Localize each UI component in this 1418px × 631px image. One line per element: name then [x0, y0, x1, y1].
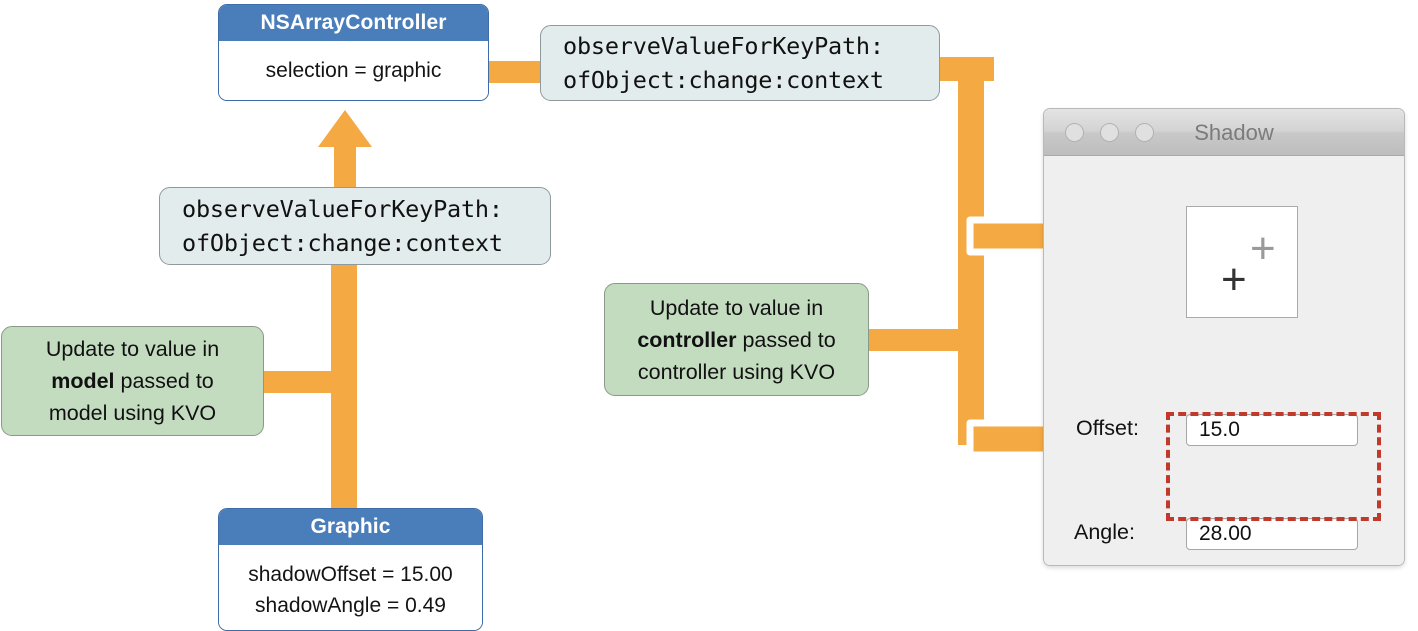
callout-model-kvo: Update to value in model passed to model…: [1, 326, 264, 436]
callout-controller-bold: controller: [637, 327, 737, 352]
shadow-preview-canvas[interactable]: + +: [1186, 206, 1298, 318]
arrowhead-to-array-controller: [318, 110, 372, 147]
message-box-left-observevalue: observeValueForKeyPath: ofObject:change:…: [159, 187, 551, 265]
node-graphic-body: shadowOffset = 15.00 shadowAngle = 0.49: [219, 545, 482, 630]
zoom-button[interactable]: [1135, 123, 1154, 142]
shadow-window[interactable]: Shadow + + Offset: 15.0 Angle: 28.00: [1043, 108, 1405, 566]
callout-controller-line3: controller using KVO: [637, 359, 836, 384]
connector-right-trunk: [958, 57, 984, 445]
offset-row: Offset: 15.0: [1044, 414, 1392, 446]
angle-row: Angle: 28.00: [1044, 518, 1392, 550]
message-box-top-line2: ofObject:change:context: [563, 66, 884, 94]
message-box-top-observevalue: observeValueForKeyPath: ofObject:change:…: [540, 25, 940, 101]
callout-model-line2: model passed to: [2, 365, 263, 397]
angle-label: Angle:: [1074, 520, 1135, 544]
node-graphic-header: Graphic: [219, 509, 482, 545]
connector-graphic-to-message: [331, 258, 357, 510]
callout-model-bold: model: [51, 369, 115, 393]
shadow-window-title: Shadow: [1194, 120, 1274, 145]
connector-message-to-controller-shaft: [334, 143, 356, 193]
callout-model-line1: Update to value in: [45, 337, 220, 361]
callout-controller-line2-rest: passed to: [736, 327, 836, 352]
callout-controller-line2: controller passed to: [605, 324, 868, 356]
angle-field-highlight: [1166, 412, 1381, 521]
callout-model-line3: model using KVO: [48, 401, 217, 425]
node-nsarraycontroller[interactable]: NSArrayController selection = graphic: [218, 4, 489, 101]
node-nsarraycontroller-row-selection: selection = graphic: [265, 59, 442, 82]
offset-input[interactable]: 15.0: [1186, 414, 1358, 446]
node-nsarraycontroller-body: selection = graphic: [219, 41, 488, 100]
connector-controller-to-message: [487, 61, 543, 83]
offset-label: Offset:: [1076, 416, 1139, 440]
node-graphic-row-shadowangle: shadowAngle = 0.49: [255, 594, 446, 617]
callout-controller-line1: Update to value in: [649, 295, 824, 320]
origin-marker-icon: +: [1221, 255, 1247, 304]
close-button[interactable]: [1065, 123, 1084, 142]
message-box-left-line2: ofObject:change:context: [182, 229, 503, 257]
node-graphic-row-shadowoffset: shadowOffset = 15.00: [248, 563, 453, 586]
shadow-window-titlebar[interactable]: Shadow: [1044, 109, 1404, 156]
connector-model-callout-branch: [262, 371, 338, 393]
connector-controller-callout-branch: [866, 329, 970, 351]
connector-message-to-right-trunk: [934, 57, 994, 81]
callout-model-line2-rest: passed to: [114, 369, 214, 393]
minimize-button[interactable]: [1100, 123, 1119, 142]
callout-controller-kvo: Update to value in controller passed to …: [604, 283, 869, 396]
message-box-top-line1: observeValueForKeyPath:: [563, 32, 884, 60]
node-graphic[interactable]: Graphic shadowOffset = 15.00 shadowAngle…: [218, 508, 483, 631]
message-box-left-line1: observeValueForKeyPath:: [182, 195, 503, 223]
node-nsarraycontroller-header: NSArrayController: [219, 5, 488, 41]
shadow-offset-marker-icon: +: [1250, 224, 1276, 273]
angle-input[interactable]: 28.00: [1186, 518, 1358, 550]
